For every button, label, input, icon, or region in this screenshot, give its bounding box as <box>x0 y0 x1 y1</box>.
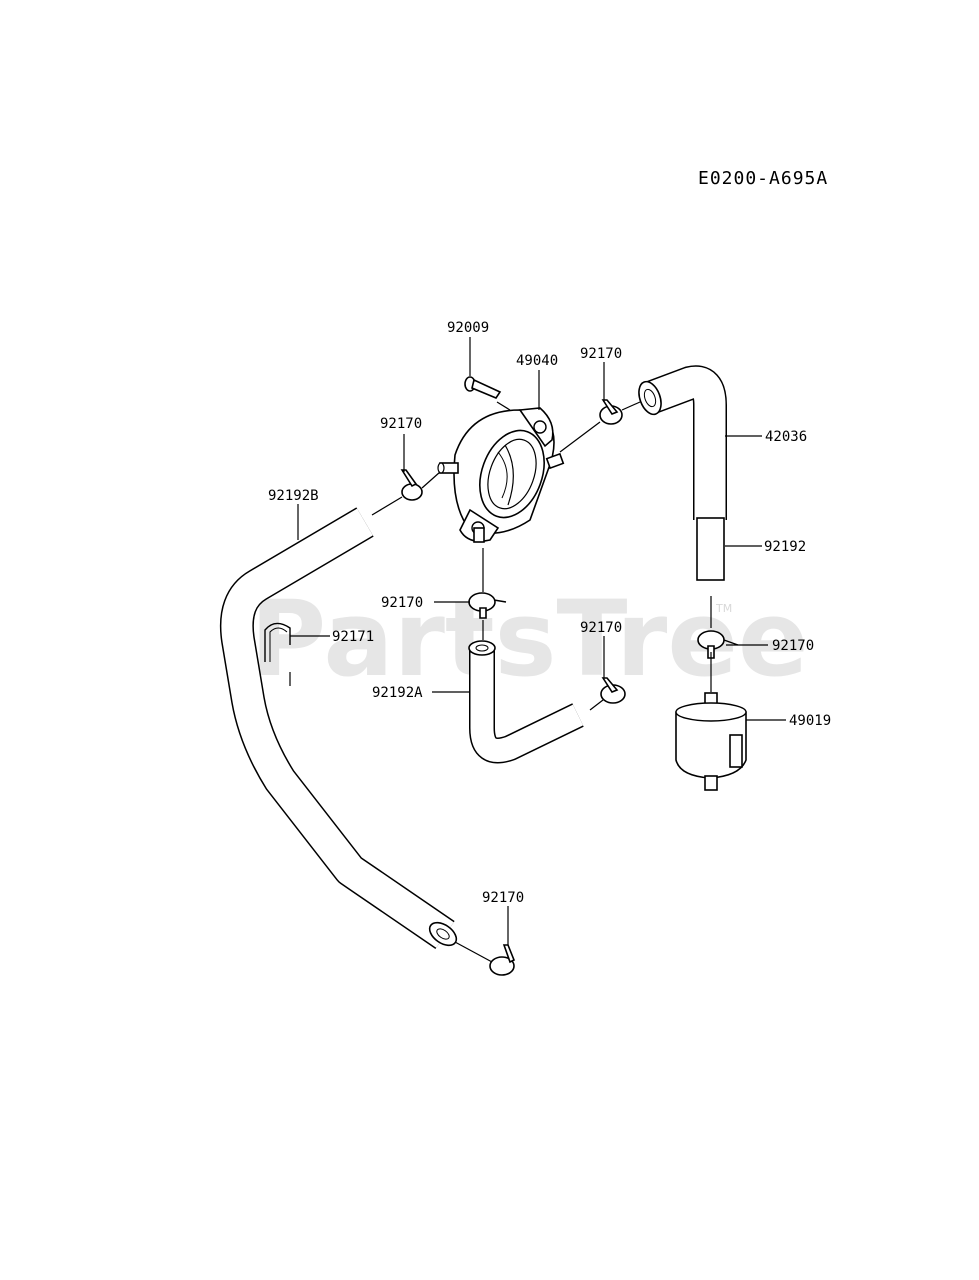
label-92170-top: 92170 <box>580 346 622 362</box>
clamp-92170-center <box>468 592 507 619</box>
label-49019: 49019 <box>789 713 831 729</box>
diagram-code: E0200-A695A <box>698 168 828 189</box>
hose-92192a <box>468 640 584 764</box>
screw-92009 <box>464 376 502 399</box>
label-92170-center: 92170 <box>381 595 423 611</box>
clamp-92170-left <box>400 469 423 501</box>
hose-42036 <box>638 365 727 520</box>
label-92009: 92009 <box>447 320 489 336</box>
label-49040: 49040 <box>516 353 558 369</box>
fuel-pump-49040 <box>437 407 565 543</box>
clip-92171 <box>264 622 291 686</box>
label-92192b: 92192B <box>268 488 319 504</box>
label-92170-mid: 92170 <box>580 620 622 636</box>
label-42036: 42036 <box>765 429 807 445</box>
watermark-tm: TM <box>715 602 732 615</box>
clamp-92170-mid <box>600 677 626 704</box>
hose-92192 <box>696 517 725 581</box>
label-92192a: 92192A <box>372 685 423 701</box>
label-92171: 92171 <box>332 629 374 645</box>
label-92170-bottom: 92170 <box>482 890 524 906</box>
hose-92192b <box>219 507 458 950</box>
leader-lines <box>290 337 786 945</box>
fuel-filter-49019 <box>675 692 747 791</box>
label-92170-left: 92170 <box>380 416 422 432</box>
label-92170-right: 92170 <box>772 638 814 654</box>
clamp-92170-top <box>599 399 623 425</box>
connection-lines <box>371 401 712 963</box>
clamp-92170-bottom <box>489 944 516 976</box>
label-92192: 92192 <box>764 539 806 555</box>
